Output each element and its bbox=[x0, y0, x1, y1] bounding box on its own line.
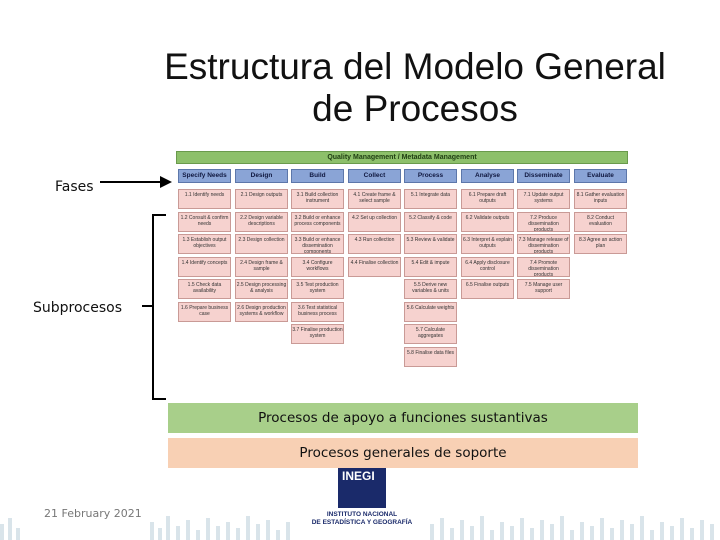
subprocess-box: 2.3 Design collection bbox=[235, 234, 288, 254]
subprocess-box: 3.3 Build or enhance dissemination compo… bbox=[291, 234, 344, 254]
subprocess-box: 4.3 Run collection bbox=[348, 234, 401, 254]
title-line-2: de Procesos bbox=[312, 88, 518, 129]
phase-header: Analyse bbox=[461, 169, 514, 183]
subprocess-box: 5.1 Integrate data bbox=[404, 189, 457, 209]
subprocess-box: 8.3 Agree an action plan bbox=[574, 234, 627, 254]
footer-decoration bbox=[0, 516, 714, 540]
subprocess-box: 4.4 Finalise collection bbox=[348, 257, 401, 277]
subprocess-box: 6.5 Finalise outputs bbox=[461, 279, 514, 299]
subprocess-box: 2.2 Design variable descriptions bbox=[235, 212, 288, 232]
footer-date: 21 February 2021 bbox=[44, 507, 142, 520]
subprocess-box: 2.1 Design outputs bbox=[235, 189, 288, 209]
subprocess-box: 2.4 Design frame & sample bbox=[235, 257, 288, 277]
subprocess-box: 7.1 Update output systems bbox=[517, 189, 570, 209]
phase-header: Collect bbox=[348, 169, 401, 183]
subprocess-box: 7.2 Produce dissemination products bbox=[517, 212, 570, 232]
subprocess-box: 3.5 Test production system bbox=[291, 279, 344, 299]
subprocess-box: 1.5 Check data availability bbox=[178, 279, 231, 299]
subprocesos-bracket bbox=[152, 214, 166, 400]
subprocess-box: 5.2 Classify & code bbox=[404, 212, 457, 232]
support-functions-band: Procesos de apoyo a funciones sustantiva… bbox=[168, 403, 638, 433]
subprocess-box: 8.2 Conduct evaluation bbox=[574, 212, 627, 232]
subprocess-box: 5.3 Review & validate bbox=[404, 234, 457, 254]
subprocess-box: 8.1 Gather evaluation inputs bbox=[574, 189, 627, 209]
subprocess-box: 3.1 Build collection instrument bbox=[291, 189, 344, 209]
gsbpm-diagram: Quality Management / Metadata Management… bbox=[176, 151, 628, 395]
subprocess-box: 2.6 Design production systems & workflow bbox=[235, 302, 288, 322]
subprocess-box: 5.6 Calculate weights bbox=[404, 302, 457, 322]
subprocess-box: 1.4 Identify concepts bbox=[178, 257, 231, 277]
phase-header: Evaluate bbox=[574, 169, 627, 183]
phase-header: Build bbox=[291, 169, 344, 183]
subprocess-box: 4.1 Create frame & select sample bbox=[348, 189, 401, 209]
subprocess-box: 3.6 Test statistical business process bbox=[291, 302, 344, 322]
quality-management-bar: Quality Management / Metadata Management bbox=[176, 151, 628, 164]
slide-title: Estructura del Modelo General de Proceso… bbox=[130, 46, 700, 130]
subprocess-box: 6.3 Interpret & explain outputs bbox=[461, 234, 514, 254]
phase-header: Design bbox=[235, 169, 288, 183]
subprocess-box: 1.3 Establish output objectives bbox=[178, 234, 231, 254]
subprocess-box: 5.7 Calculate aggregates bbox=[404, 324, 457, 344]
subprocess-box: 3.2 Build or enhance process components bbox=[291, 212, 344, 232]
subprocess-box: 7.3 Manage release of dissemination prod… bbox=[517, 234, 570, 254]
phase-header: Specify Needs bbox=[178, 169, 231, 183]
subprocess-box: 4.2 Set up collection bbox=[348, 212, 401, 232]
title-line-1: Estructura del Modelo General bbox=[164, 46, 666, 87]
subprocess-box: 3.4 Configure workflows bbox=[291, 257, 344, 277]
subprocess-box: 6.2 Validate outputs bbox=[461, 212, 514, 232]
logo-line-2: DE ESTADÍSTICA Y GEOGRAFÍA bbox=[311, 519, 413, 526]
phase-header: Disseminate bbox=[517, 169, 570, 183]
fases-label: Fases bbox=[55, 179, 94, 195]
subprocesos-bracket-tick bbox=[142, 305, 152, 307]
fases-arrow bbox=[100, 181, 164, 183]
logo-line-1: INSTITUTO NACIONAL bbox=[326, 511, 398, 518]
logo-word: INEGI bbox=[342, 469, 375, 483]
fases-arrow-head bbox=[160, 176, 172, 188]
logo-mark bbox=[338, 468, 386, 508]
subprocess-box: 2.5 Design processing & analysis bbox=[235, 279, 288, 299]
subprocesos-label: Subprocesos bbox=[33, 300, 123, 316]
subprocess-box: 6.1 Prepare draft outputs bbox=[461, 189, 514, 209]
subprocess-box: 5.4 Edit & impute bbox=[404, 257, 457, 277]
subprocess-box: 7.5 Manage user support bbox=[517, 279, 570, 299]
subprocess-box: 5.5 Derive new variables & units bbox=[404, 279, 457, 299]
phase-header: Process bbox=[404, 169, 457, 183]
subprocess-box: 6.4 Apply disclosure control bbox=[461, 257, 514, 277]
subprocess-box: 5.8 Finalise data files bbox=[404, 347, 457, 367]
subprocess-box: 1.6 Prepare business case bbox=[178, 302, 231, 322]
subprocess-box: 1.2 Consult & confirm needs bbox=[178, 212, 231, 232]
general-support-band: Procesos generales de soporte bbox=[168, 438, 638, 468]
inegi-logo: INEGI INSTITUTO NACIONAL DE ESTADÍSTICA … bbox=[306, 468, 418, 530]
subprocess-box: 7.4 Promote dissemination products bbox=[517, 257, 570, 277]
subprocess-box: 1.1 Identify needs bbox=[178, 189, 231, 209]
subprocess-box: 3.7 Finalise production system bbox=[291, 324, 344, 344]
